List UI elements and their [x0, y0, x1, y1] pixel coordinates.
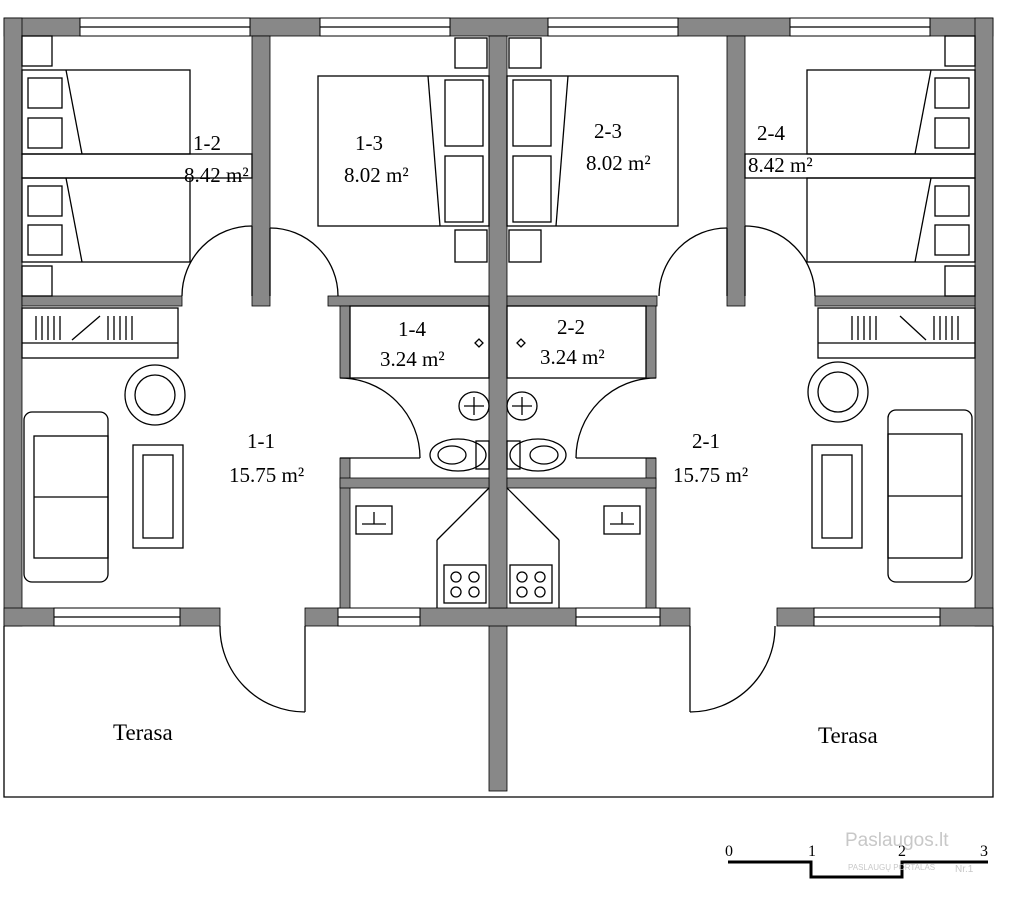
watermark-tagline: PASLAUGŲ PORTALAS: [848, 863, 935, 872]
watermark-badge: Nr.1: [955, 864, 974, 875]
room-1-1-id: 1-1: [247, 429, 275, 453]
door-swings: [181, 225, 816, 713]
scale-tick-0: 0: [725, 843, 733, 860]
terrace-outline: [3, 619, 994, 798]
room-2-2-id: 2-2: [557, 315, 585, 339]
room-1-2-id: 1-2: [193, 131, 221, 155]
wardrobe-unit-2: [817, 307, 976, 359]
coffee-table-unit-2: [811, 444, 863, 549]
room-2-4-id: 2-4: [757, 121, 785, 145]
bed-room-2-3: [506, 37, 679, 263]
scale-tick-3: 3: [980, 843, 988, 860]
scale-tick-1: 1: [808, 843, 816, 860]
watermark-brand: Paslaugos.lt: [845, 830, 949, 851]
room-labels: 1-2 8.42 m² 1-3 8.02 m² 2-3 8.02 m² 2-4 …: [113, 119, 878, 748]
room-2-3-area: 8.02 m²: [586, 151, 651, 175]
armchair-unit-2: [807, 361, 869, 423]
sofa-unit-2: [887, 409, 973, 583]
room-1-1-area: 15.75 m²: [229, 463, 304, 487]
bed-room-1-3: [317, 37, 490, 263]
scale-bar: 0 1 2 3: [725, 843, 988, 879]
sofa-unit-1: [23, 411, 109, 583]
room-1-3-id: 1-3: [355, 131, 383, 155]
room-2-1-id: 2-1: [692, 429, 720, 453]
room-2-1-area: 15.75 m²: [673, 463, 748, 487]
room-2-3-id: 2-3: [594, 119, 622, 143]
kitchen-unit-2: [506, 487, 641, 608]
armchair-unit-1: [124, 364, 186, 426]
room-2-2-area: 3.24 m²: [540, 345, 605, 369]
room-1-4-area: 3.24 m²: [380, 347, 445, 371]
bathroom-fixtures-unit-1: [349, 305, 490, 472]
kitchen-unit-1: [355, 487, 490, 608]
wardrobe-unit-1: [21, 307, 179, 359]
bunk-beds-room-1-2: [21, 35, 253, 297]
room-2-4-area: 8.42 m²: [748, 153, 813, 177]
room-1-3-area: 8.02 m²: [344, 163, 409, 187]
terrace-right-label: Terasa: [818, 723, 878, 748]
room-1-2-area: 8.42 m²: [184, 163, 249, 187]
windows: [53, 17, 941, 627]
bathroom-fixtures-unit-2: [506, 305, 647, 472]
interior-walls: [21, 35, 976, 609]
terrace-left-label: Terasa: [113, 720, 173, 745]
room-1-4-id: 1-4: [398, 317, 426, 341]
bunk-beds-room-2-4: [744, 35, 976, 297]
coffee-table-unit-1: [132, 444, 184, 549]
watermark-logo: Paslaugos.lt PASLAUGŲ PORTALAS Nr.1: [845, 830, 974, 875]
scale-tick-2: 2: [898, 843, 906, 860]
